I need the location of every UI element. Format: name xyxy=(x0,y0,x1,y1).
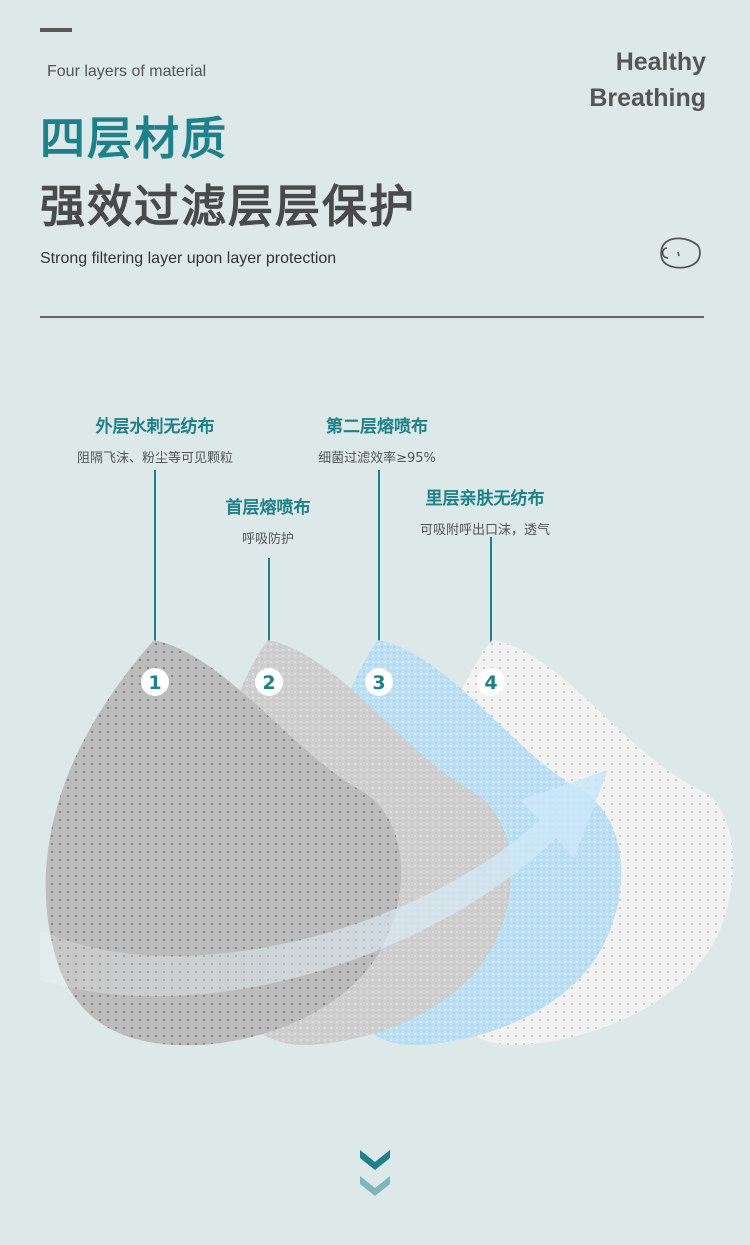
layer-4-badge: 4 xyxy=(477,668,505,696)
mask-layers-illustration: 1 2 3 4 xyxy=(40,640,734,1046)
layer-2-subtitle: 呼吸防护 xyxy=(241,532,294,547)
mask-icon xyxy=(660,237,701,269)
layer-1-connector xyxy=(154,470,156,670)
page-description: Strong filtering layer upon layer protec… xyxy=(40,250,337,267)
section-divider xyxy=(40,316,704,318)
layer-2-badge: 2 xyxy=(255,668,283,696)
arrow-icon xyxy=(40,770,608,997)
brand-tagline: Healthy Breathing xyxy=(589,44,706,116)
layer-3-number: 3 xyxy=(372,672,385,694)
layer-2-title: 首层熔喷布 xyxy=(225,498,311,518)
layer-4-number: 4 xyxy=(484,672,497,694)
headline-secondary: 强效过滤层层保护 xyxy=(40,180,417,233)
layer-2-label: 首层熔喷布 呼吸防护 xyxy=(188,493,348,547)
layer-4-title: 里层亲肤无纺布 xyxy=(425,489,545,509)
layer-4-label: 里层亲肤无纺布 可吸附呼出口沫，透气 xyxy=(385,484,585,538)
layer-4-subtitle: 可吸附呼出口沫，透气 xyxy=(419,523,550,538)
brand-line-2: Breathing xyxy=(589,84,706,112)
brand-line-1: Healthy xyxy=(615,48,706,76)
layer-3-title: 第二层熔喷布 xyxy=(326,417,428,437)
layer-3-label: 第二层熔喷布 细菌过滤效率≥95% xyxy=(287,412,467,466)
layer-1-number: 1 xyxy=(148,672,161,694)
layer-4-connector xyxy=(490,537,492,670)
layer-3-badge: 3 xyxy=(365,668,393,696)
layer-2-connector xyxy=(268,558,270,670)
page-subtitle: Four layers of material xyxy=(47,63,207,80)
headline-primary: 四层材质 xyxy=(40,112,229,165)
layer-1-badge: 1 xyxy=(141,668,169,696)
layer-1-title: 外层水刺无纺布 xyxy=(95,417,215,437)
layer-2-number: 2 xyxy=(262,672,275,694)
layer-1-subtitle: 阻隔飞沫、粉尘等可见颗粒 xyxy=(76,451,233,466)
layer-3-subtitle: 细菌过滤效率≥95% xyxy=(318,451,436,466)
chevron-down-icon[interactable] xyxy=(360,1148,390,1198)
top-dash-decoration xyxy=(40,28,72,32)
layer-1-label: 外层水刺无纺布 阻隔飞沫、粉尘等可见颗粒 xyxy=(55,412,255,466)
layer-3-connector xyxy=(378,470,380,670)
